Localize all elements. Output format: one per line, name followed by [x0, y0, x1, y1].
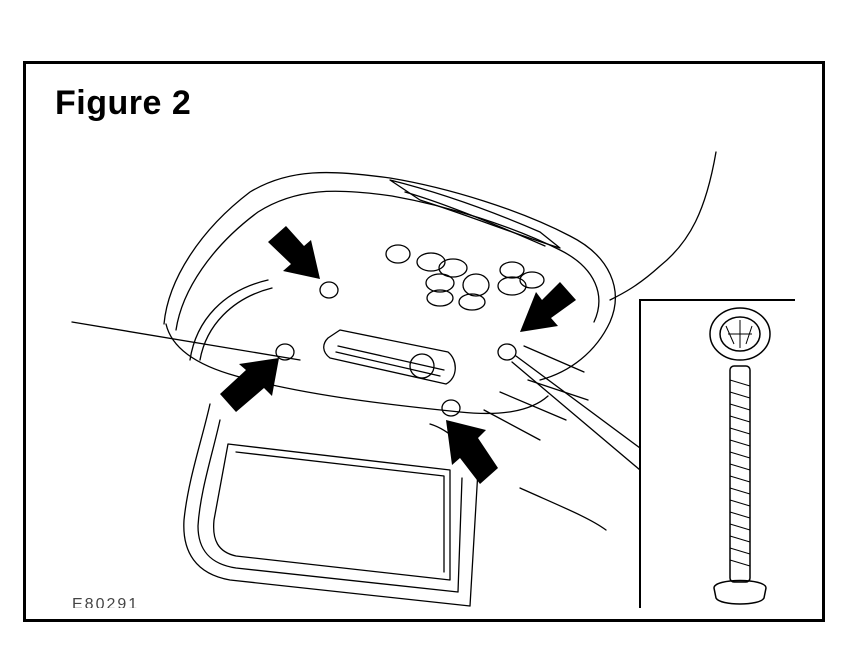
screw-hole-right — [497, 343, 517, 361]
button-right — [497, 276, 527, 296]
slot-knob — [409, 353, 435, 379]
headliner-curve-lower — [519, 487, 607, 531]
screw-hole-bottom — [441, 399, 461, 417]
console-left-bulge-inner — [199, 287, 273, 361]
screen-display — [212, 443, 451, 581]
button-center — [462, 273, 490, 297]
arrow-icon — [220, 358, 279, 412]
button-small-2 — [519, 271, 545, 289]
screen-panel-inner — [197, 419, 463, 593]
media-slot — [323, 329, 456, 385]
button-small-1 — [499, 261, 525, 279]
drawing-code: E80291 — [72, 596, 140, 608]
console-shell-outer — [163, 171, 616, 381]
button-lower-1 — [426, 289, 454, 307]
button-up — [416, 252, 446, 272]
console-front-lip — [165, 323, 549, 415]
headliner-line — [71, 321, 301, 361]
leader-line-2 — [511, 361, 641, 471]
display-window — [389, 179, 561, 249]
button-left — [425, 273, 455, 293]
screw-hole-left — [275, 343, 295, 361]
bolt-icon — [709, 307, 771, 605]
arrow-icon — [520, 282, 576, 332]
arrow-icon — [268, 226, 320, 279]
detail-inset — [639, 299, 795, 608]
console-left-bulge — [189, 279, 269, 361]
button-down — [438, 258, 468, 278]
screen-panel-outer — [183, 403, 479, 607]
figure-title: Figure 2 — [55, 84, 192, 122]
figure-frame — [23, 61, 825, 622]
headliner-curve — [609, 151, 717, 301]
leader-line-1 — [515, 355, 641, 449]
button-oval — [385, 244, 411, 264]
console-shell-inner — [175, 190, 600, 331]
arrow-icon — [446, 420, 498, 484]
button-lower-2 — [458, 293, 486, 311]
screw-hole-top-left — [319, 281, 339, 299]
